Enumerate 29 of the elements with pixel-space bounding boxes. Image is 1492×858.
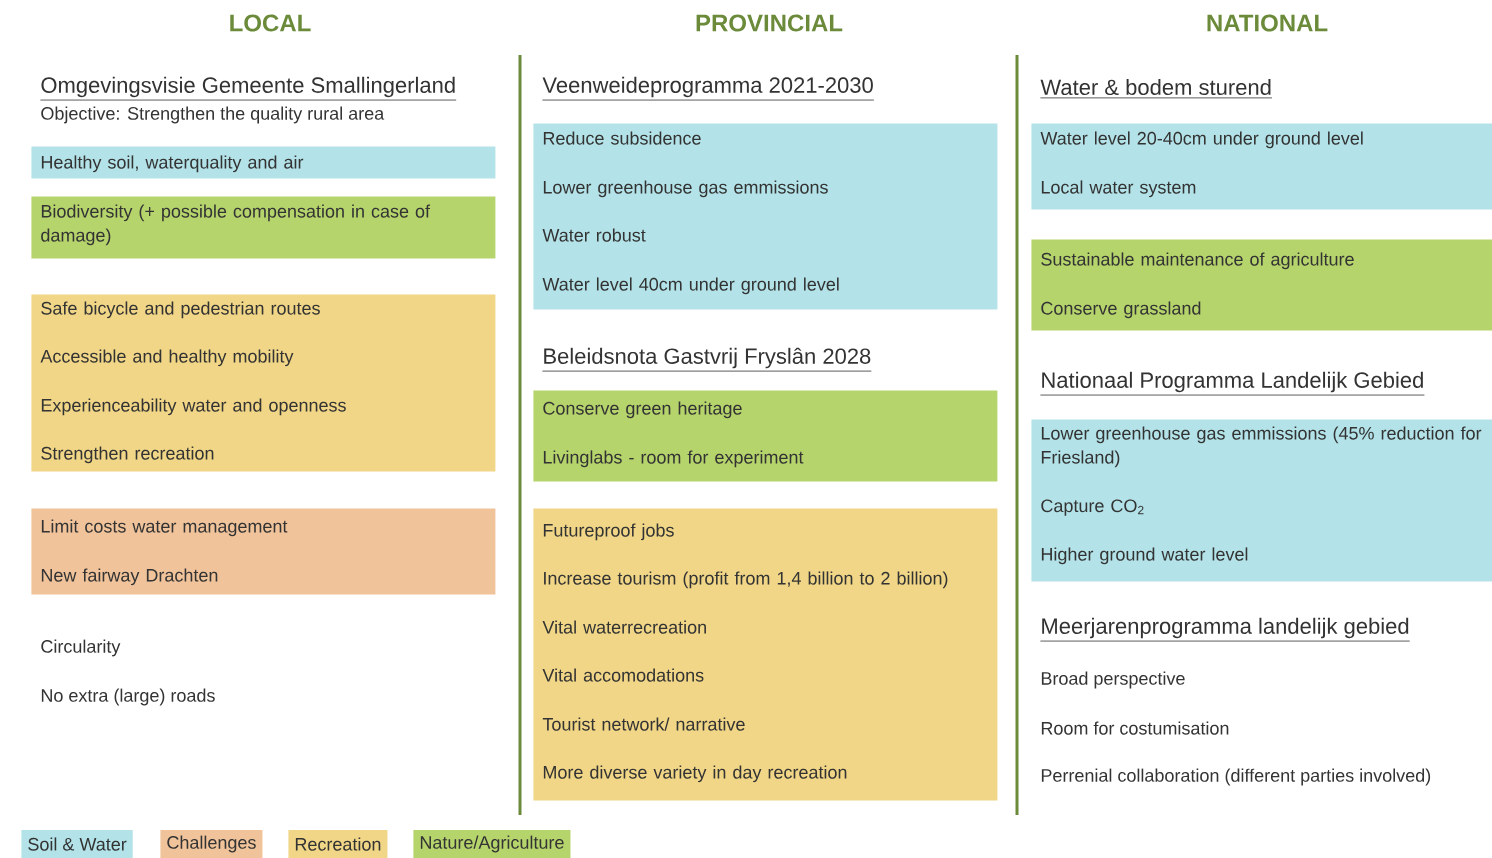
category-band: Healthy soil, waterquality and air	[31, 146, 496, 179]
policy-title: Meerjarenprogramma landelijk gebied	[1040, 617, 1411, 642]
policy-title: Beleidsnota Gastvrij Fryslân 2028	[542, 347, 872, 372]
legend-item: Nature/Agriculture	[413, 830, 571, 858]
item-text: Objective: Strengthen the quality rural area	[41, 106, 385, 124]
legend-item: Challenges	[160, 830, 263, 858]
item-text: Circularity	[41, 639, 121, 657]
item-text: Room for costumisation	[1041, 721, 1229, 735]
legend-item: Soil & Water	[21, 830, 133, 858]
item-text: No extra (large) roads	[41, 688, 215, 706]
category-band: Conserve green heritage Livinglabs - room for experiment	[533, 390, 998, 482]
policy-title: Veenweideprogramma 2021-2030	[542, 76, 875, 101]
policy-title: Water & bodem sturend	[1040, 78, 1273, 99]
policy-title: Nationaal Programma Landelijk Gebied	[1040, 371, 1425, 396]
column-heading: LOCAL	[230, 14, 311, 32]
category-band: Safe bicycle and pedestrian routes Accessible and healthy mobility Experienceability water and openness Strengthen recreation	[31, 294, 496, 472]
category-band: Limit costs water management New fairway Drachten	[31, 508, 496, 595]
column-heading: NATIONAL	[1207, 14, 1328, 32]
category-band: Sustainable maintenance of agriculture Conserve grassland	[1031, 239, 1492, 331]
policy-title: Omgevingsvisie Gemeente Smallingerland	[40, 76, 457, 101]
category-band: Biodiversity (+ possible compensation in case of damage)	[31, 196, 496, 259]
category-band: Futureproof jobs Increase tourism (profit from 1,4 billion to 2 billion) Vital waterrecreation Vital accomodations Tourist network/ narrative More diverse variety in day recreation	[533, 508, 998, 801]
item-text: Perrenial collaboration (different parties involved)	[1041, 768, 1431, 786]
legend-item: Recreation	[288, 830, 388, 858]
category-band: Reduce subsidence Lower greenhouse gas emmissions Water robust Water level 40cm under ground level	[533, 123, 998, 310]
category-band: Lower greenhouse gas emmissions (45% reduction for Friesland) Capture CO$_{2}$ Higher ground water level	[1031, 419, 1492, 582]
item-text: Broad perspective	[1041, 671, 1185, 689]
column-heading: PROVINCIAL	[696, 14, 843, 32]
category-band: Water level 20-40cm under ground level Local water system	[1031, 123, 1492, 210]
